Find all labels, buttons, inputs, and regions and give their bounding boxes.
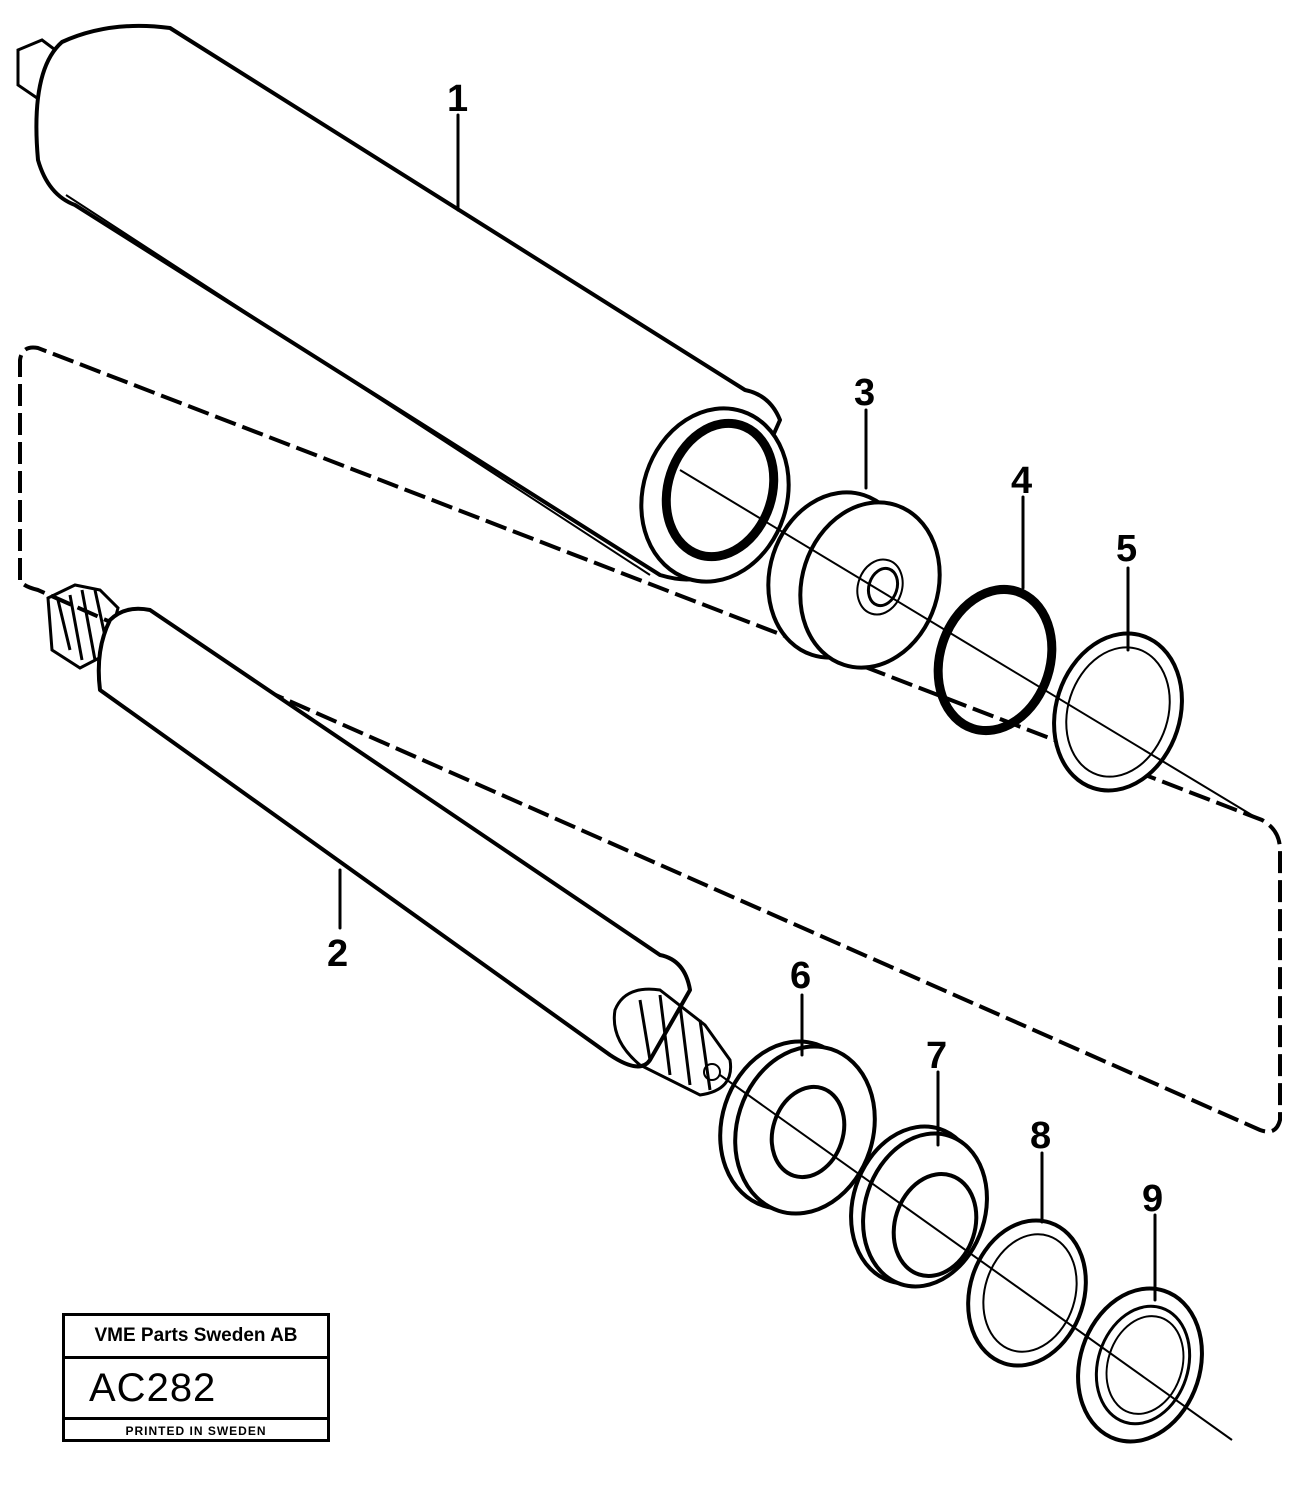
- stamp-printed: PRINTED IN SWEDEN: [65, 1417, 327, 1442]
- leader-lines: [338, 113, 1157, 1302]
- axis-line-upper: [679, 469, 1261, 821]
- part-1-cylinder-tube: [16, 23, 791, 584]
- callout-9: 9: [1142, 1178, 1163, 1220]
- group-outline: [18, 345, 1282, 1134]
- stamp-company: VME Parts Sweden AB: [65, 1316, 327, 1359]
- callout-1: 1: [447, 78, 468, 120]
- part-7-bushing: [849, 1124, 989, 1289]
- callout-7: 7: [926, 1035, 947, 1077]
- part-5-guide-ring: [1052, 631, 1184, 793]
- callout-6: 6: [790, 955, 811, 997]
- part-9-wiper: [1076, 1286, 1204, 1444]
- callout-8: 8: [1030, 1115, 1051, 1157]
- axis-line-lower: [719, 1074, 1233, 1441]
- part-4-seal-ring: [933, 584, 1057, 736]
- callout-4: 4: [1011, 460, 1032, 502]
- stamp-code: AC282: [89, 1365, 217, 1410]
- part-2-piston-rod: [46, 583, 733, 1097]
- callout-5: 5: [1116, 528, 1137, 570]
- callout-3: 3: [854, 372, 875, 414]
- part-6-cylinder-head: [718, 1039, 877, 1216]
- title-stamp: VME Parts Sweden AB AC282 PRINTED IN SWE…: [62, 1313, 330, 1442]
- callout-2: 2: [327, 933, 348, 975]
